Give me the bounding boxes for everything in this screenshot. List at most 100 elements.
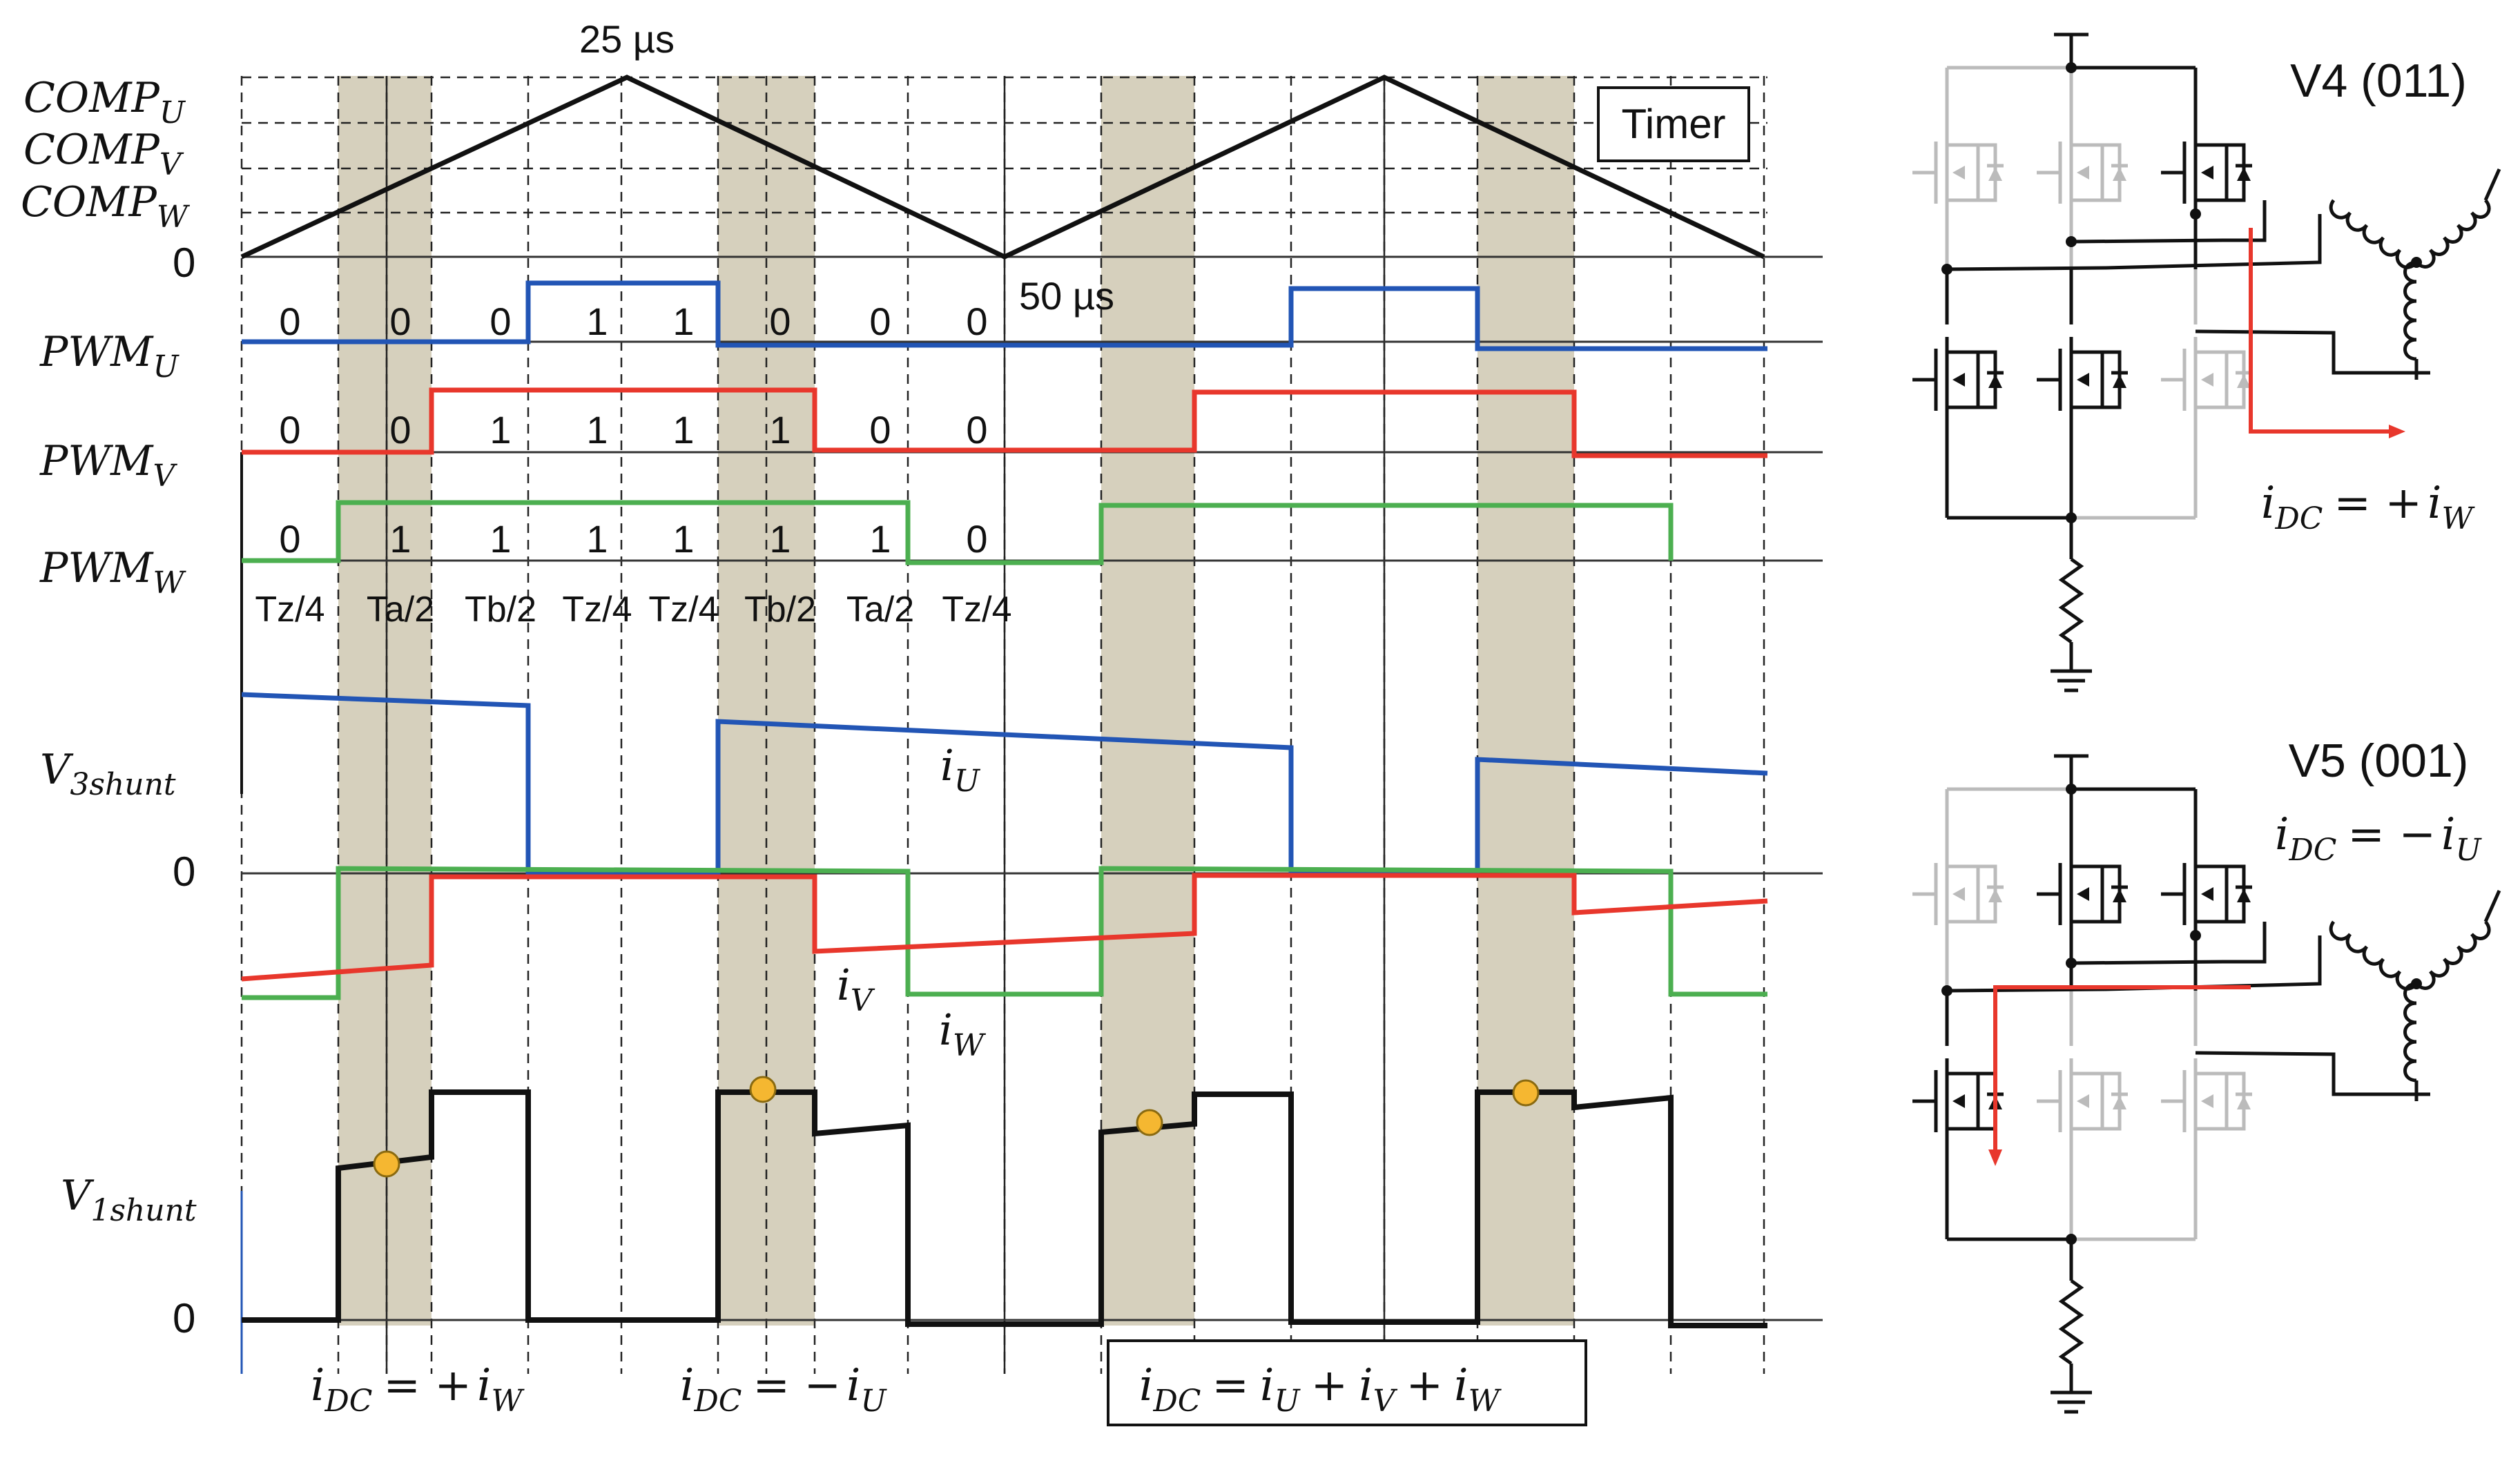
pwm-w-state-3: 1 [586, 517, 608, 561]
shunt-resistor [2058, 1279, 2084, 1366]
pwm-u-state-6: 0 [869, 300, 891, 343]
sample-point-1 [373, 1150, 400, 1178]
pwm-u-state-5: 0 [769, 300, 791, 343]
circuit-v4-title: V4 (011) [2290, 55, 2467, 107]
segment-label-2: Tb/2 [465, 590, 536, 630]
pwm-u-state-2: 0 [490, 300, 511, 343]
phase-v-wire [2071, 200, 2267, 244]
comp-u-label: COMPU [23, 74, 186, 130]
pwm-w-state-1: 1 [389, 517, 411, 561]
mosfet-low-0 [1912, 1058, 2004, 1144]
mosfet-low-2 [2161, 1058, 2252, 1144]
resistor-zigzag [2058, 1279, 2084, 1366]
phase-w-wire [2195, 1051, 2430, 1096]
pwm-u-state-7: 0 [966, 300, 987, 343]
mosfet-diode-wire [2227, 1071, 2246, 1131]
motor-coil-v [2415, 199, 2491, 269]
pwm-u-state-1: 0 [389, 300, 411, 343]
pwm-waveforms [242, 280, 1767, 565]
phase-u-wire [1946, 214, 2322, 271]
timer-top-label: 25 µs [579, 17, 675, 61]
mosfet-arrow [1952, 373, 1965, 387]
mosfet-diode-wire [1978, 143, 1997, 202]
inverter-circuit-v5 [1912, 754, 2501, 1414]
mosfet-diode-wire [2227, 864, 2246, 924]
mosfet-arrow [1952, 166, 1965, 180]
circuit-v4-equation: iDC= +iW [2261, 478, 2475, 536]
pwm-w-state-0: 0 [279, 517, 300, 561]
node-top [2066, 784, 2077, 795]
circuit-v5-title: V5 (001) [2289, 735, 2469, 787]
comp-v-label: COMPV [23, 126, 184, 182]
mosfet-high-1 [2037, 851, 2128, 937]
mosfet-high-0 [1912, 130, 2004, 215]
mosfet-diode-wire [2102, 143, 2122, 202]
timer-legend-box [1597, 86, 1750, 162]
mosfet-arrow [1952, 1094, 1965, 1108]
current-path [2249, 228, 2389, 434]
mosfet-low-2 [2161, 337, 2252, 423]
iv-label: iV [837, 960, 875, 1018]
mosfet-low-0 [1912, 337, 2004, 423]
pwm-v-label: PWMV [39, 437, 177, 494]
motor-coil-w [2403, 260, 2417, 361]
equation-idc-sum: iDC=iU+iV+iW [1139, 1360, 1502, 1419]
v1shunt-label: V1shunt [61, 1172, 197, 1228]
pwm-v-state-0: 0 [279, 408, 300, 452]
timer-mid-label: 50 µs [1019, 274, 1114, 318]
segment-label-5: Tb/2 [744, 590, 816, 630]
mosfet-arrow [2201, 1094, 2213, 1108]
pwm-w-state-2: 1 [490, 517, 511, 561]
inverter-circuit-v4 [1912, 32, 2501, 692]
circuit-v5-equation: iDC= −iU [2275, 809, 2482, 868]
current-path-arrow [1988, 1149, 2002, 1166]
pwm-u-label: PWMU [39, 328, 180, 385]
comp-w-label: COMPW [21, 178, 191, 235]
mosfet-diode-wire [2227, 350, 2246, 409]
pwm-v-line [242, 387, 1767, 458]
pwm-u-state-0: 0 [279, 300, 300, 343]
v3shunt-label: V3shunt [40, 746, 176, 802]
segment-label-0: Tz/4 [255, 590, 324, 630]
mosfet-diode-wire [2102, 350, 2122, 409]
pwm-w-state-4: 1 [672, 517, 694, 561]
timer-zero-label: 0 [173, 240, 195, 286]
timer-waveform [240, 75, 1765, 260]
current-iw-line [242, 866, 1767, 1000]
v1shunt-zero-label: 0 [173, 1295, 195, 1341]
timer-legend-label: Timer [1621, 101, 1725, 147]
mosfet-diode-wire [2102, 1071, 2122, 1131]
coil-path [2415, 920, 2491, 990]
segment-label-6: Ta/2 [846, 590, 914, 630]
pwm-u-state-3: 1 [586, 300, 608, 343]
mosfet-diode-wire [1978, 864, 1997, 924]
motor-star-point [2411, 257, 2422, 268]
mosfet-high-2 [2161, 130, 2252, 215]
segment-label-3: Tz/4 [562, 590, 632, 630]
phase-v-wire [2071, 922, 2267, 965]
current-path-arrow [2389, 425, 2405, 438]
mosfet-arrow [2077, 1094, 2089, 1108]
node-2 [2190, 208, 2201, 220]
sample-point-3 [1136, 1109, 1163, 1136]
sample-point-4 [1512, 1079, 1540, 1107]
equation-idc-minus-iu: iDC= −iU [680, 1360, 887, 1419]
coil-path [2403, 260, 2417, 361]
pwm-w-state-5: 1 [769, 517, 791, 561]
coil-path [2329, 920, 2418, 991]
mosfet-diode-wire [2227, 143, 2246, 202]
single-shunt-waveform [242, 1076, 1767, 1328]
mosfet-arrow [2201, 887, 2213, 901]
current-iv-line [241, 873, 1768, 982]
coil-path [2329, 199, 2418, 269]
motor-lead-v [2483, 168, 2501, 202]
pwm-v-state-4: 1 [672, 408, 694, 452]
mosfet-arrow [2077, 887, 2089, 901]
pwm-u-line [242, 280, 1767, 351]
sampling-window-4 [1477, 76, 1574, 1326]
equation-sum-box [1107, 1339, 1587, 1426]
coil-path [2415, 199, 2491, 269]
